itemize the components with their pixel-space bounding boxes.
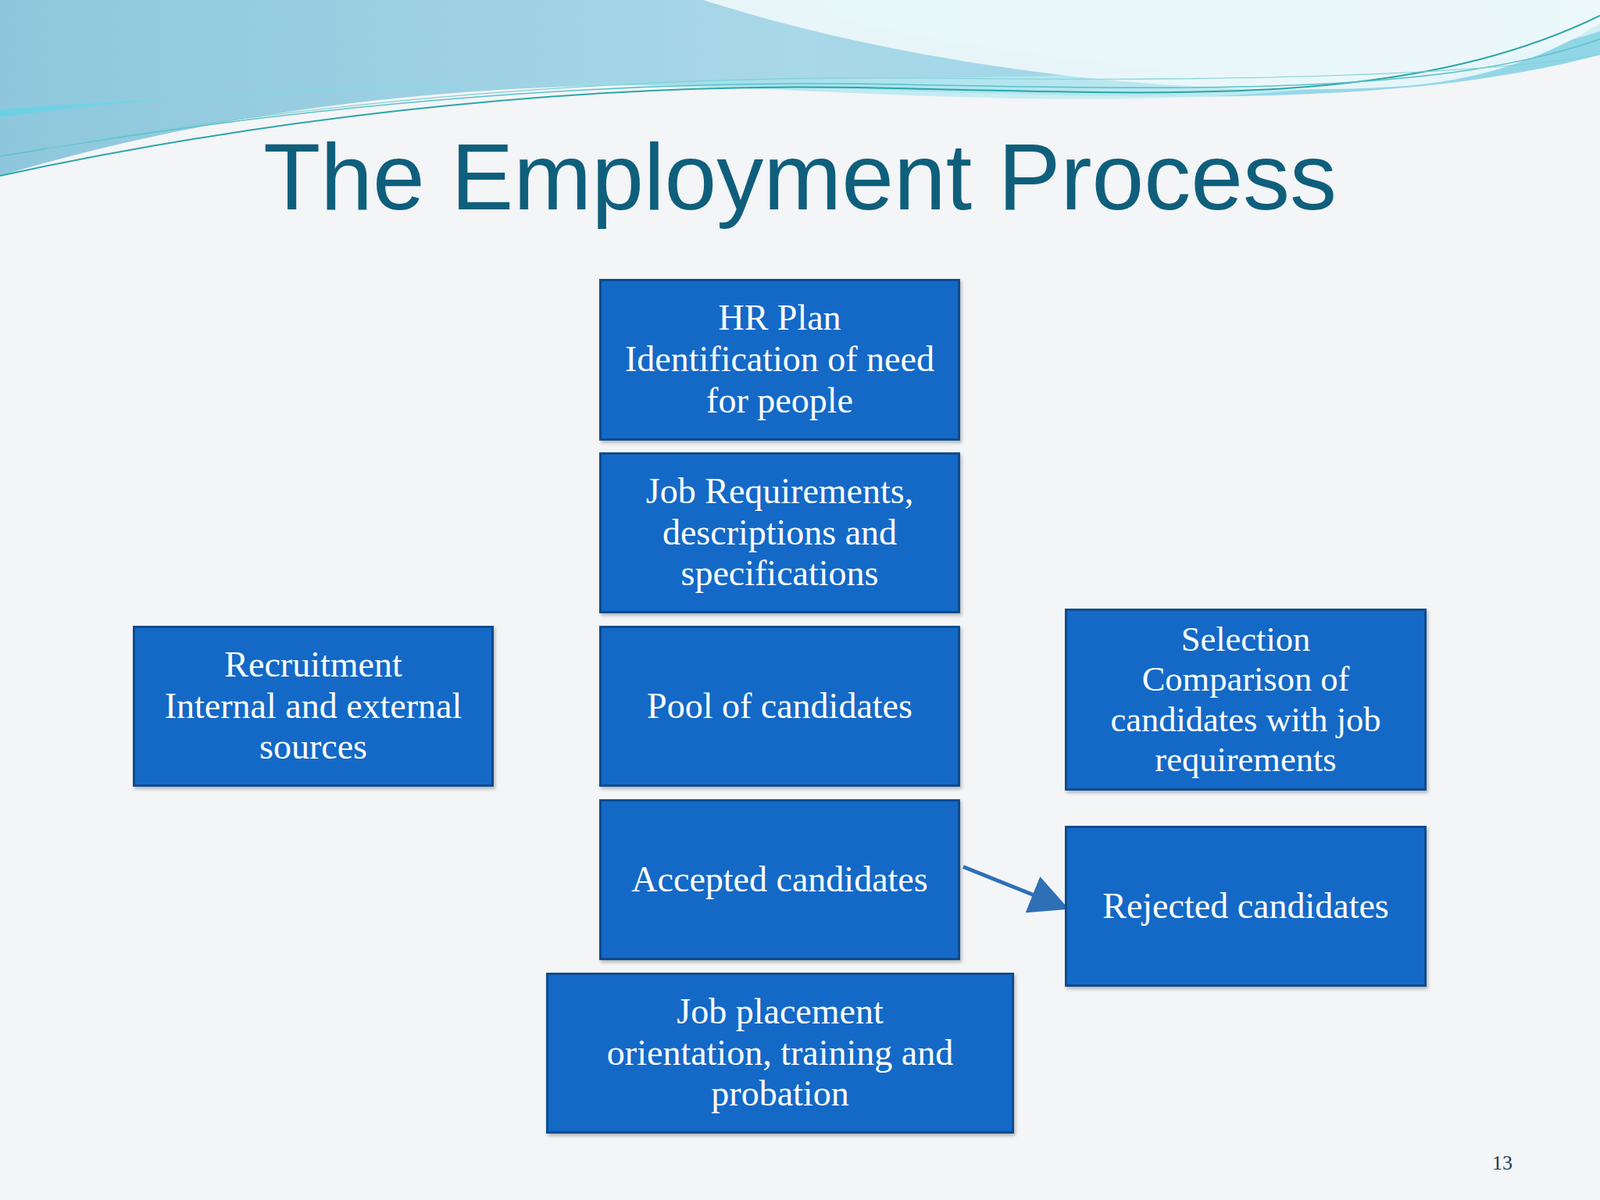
process-box: HR PlanIdentification of need for people <box>599 278 961 441</box>
box-text-area: HR PlanIdentification of need for people <box>601 292 958 427</box>
box-heading: Job placement <box>562 991 998 1033</box>
box-text: Internal and external sources <box>149 685 478 769</box>
box-text-area: Accepted candidates <box>601 854 958 906</box>
box-heading: HR Plan <box>615 297 944 340</box>
process-box: Rejected candidates <box>1064 825 1427 987</box>
wave-crest <box>703 0 1600 90</box>
page-number: 13 <box>1492 1151 1513 1175</box>
box-text: Comparison of candidates with job requir… <box>1081 659 1411 780</box>
box-text: Accepted candidates <box>615 859 944 901</box>
box-text: Identification of need for people <box>615 339 944 422</box>
box-text: Rejected candidates <box>1081 885 1411 928</box>
process-box: SelectionComparison of candidates with j… <box>1064 608 1427 791</box>
box-text-area: SelectionComparison of candidates with j… <box>1067 614 1425 785</box>
box-text-area: Pool of candidates <box>601 681 958 733</box>
wave-band <box>0 0 1600 118</box>
box-text: orientation, training and probation <box>562 1032 998 1116</box>
box-text-area: RecruitmentInternal and external sources <box>135 639 492 774</box>
box-text-area: Rejected candidates <box>1067 881 1425 933</box>
process-box: Job placementorientation, training and p… <box>546 972 1015 1134</box>
box-heading: Selection <box>1081 619 1411 660</box>
box-text-area: Job Requirements, descriptions and speci… <box>601 466 958 600</box>
process-box: Accepted candidates <box>599 799 961 961</box>
process-box: Job Requirements, descriptions and speci… <box>599 452 961 614</box>
flow-arrow <box>963 867 1062 907</box>
process-box: Pool of candidates <box>599 625 961 787</box>
box-text: Job Requirements, descriptions and speci… <box>615 471 944 596</box>
process-box: RecruitmentInternal and external sources <box>132 625 494 787</box>
box-text-area: Job placementorientation, training and p… <box>548 986 1012 1121</box>
box-heading: Recruitment <box>149 644 478 686</box>
slide-title: The Employment Process <box>0 125 1600 229</box>
box-text: Pool of candidates <box>615 685 944 728</box>
